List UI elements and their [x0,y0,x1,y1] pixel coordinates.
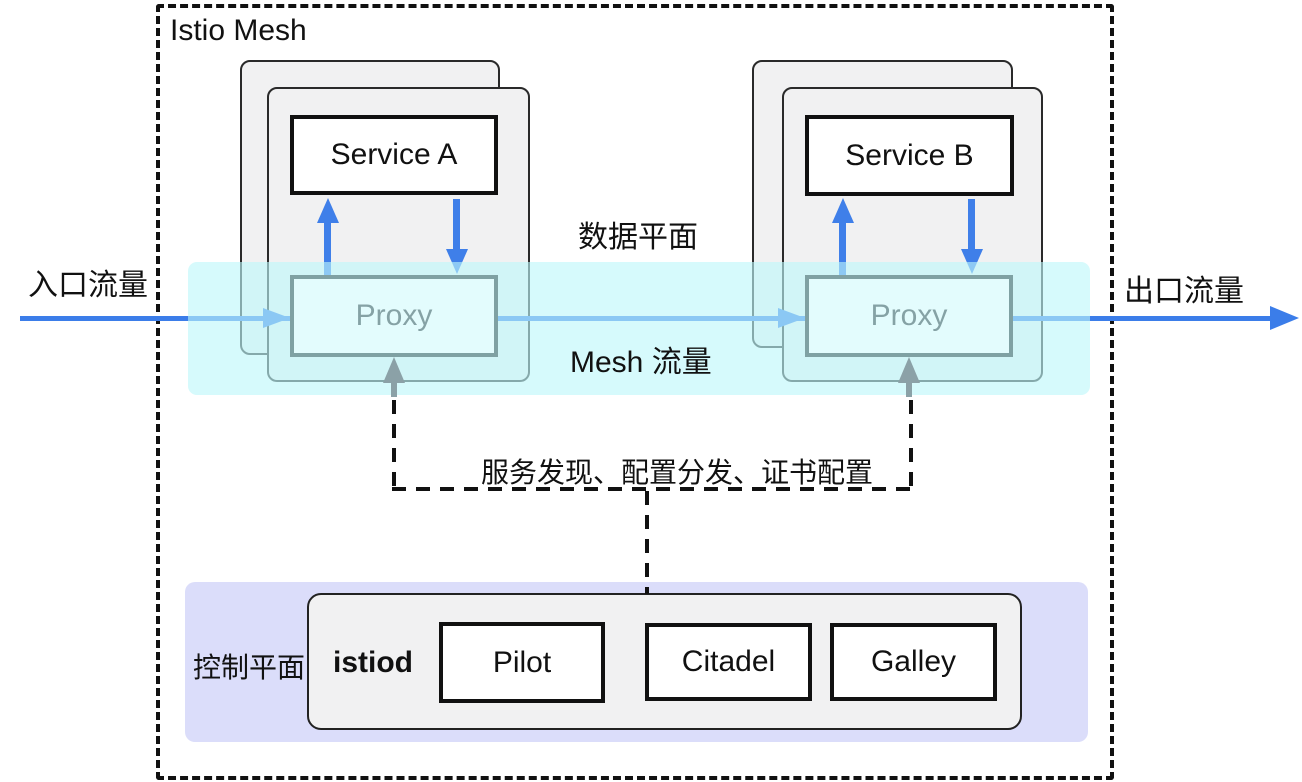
istio-mesh-title: Istio Mesh [170,14,307,47]
proxy-a-label: Proxy [355,299,433,332]
citadel-label: Citadel [681,645,776,678]
service-a-label: Service A [330,138,458,171]
istio-mesh-boundary [156,4,1114,780]
service-b-to-proxy-b-arrow [968,199,975,251]
control-plane-label: 控制平面 [193,652,306,683]
control-to-proxy-a-arrowhead-icon [383,357,405,383]
pilot-label: Pilot [492,645,552,679]
proxy-b-label: Proxy [870,299,948,332]
service-b-box: Service B [805,115,1014,196]
istiod-label: istiod [333,646,413,679]
control-to-proxy-b-arrow-tail [906,383,912,397]
egress-arrowhead-icon [1270,306,1299,330]
proxy-b-to-service-b-arrowhead-icon [832,198,854,223]
egress-traffic-label: 出口流量 [1124,275,1244,308]
data-plane-label: 数据平面 [578,221,698,254]
service-b-label: Service B [845,138,974,172]
proxy-b-to-service-b-arrow [839,221,846,278]
proxy-a-box: Proxy [290,275,498,357]
control-to-proxy-b-arrowhead-icon [898,357,920,383]
service-a-box: Service A [290,115,498,195]
galley-label: Galley [870,645,957,678]
proxy-a-to-service-a-arrow [324,221,331,278]
proxy-b-box: Proxy [805,275,1013,357]
control-plane-link-label: 服务发现、配置分发、证书配置 [481,457,874,488]
galley-box: Galley [830,623,997,701]
pilot-box: Pilot [439,622,605,703]
ingress-traffic-label: 入口流量 [28,269,148,302]
dashed-link-istiod [645,491,649,594]
dashed-link-proxy-b [909,400,913,488]
citadel-box: Citadel [645,623,812,701]
mesh-traffic-label: Mesh 流量 [570,346,712,379]
proxy-a-to-service-a-arrowhead-icon [317,198,339,223]
dashed-link-proxy-a [392,400,396,488]
dashed-link-horizontal [392,487,913,491]
control-to-proxy-a-arrow-tail [391,383,397,397]
service-a-to-proxy-a-arrow [453,199,460,251]
